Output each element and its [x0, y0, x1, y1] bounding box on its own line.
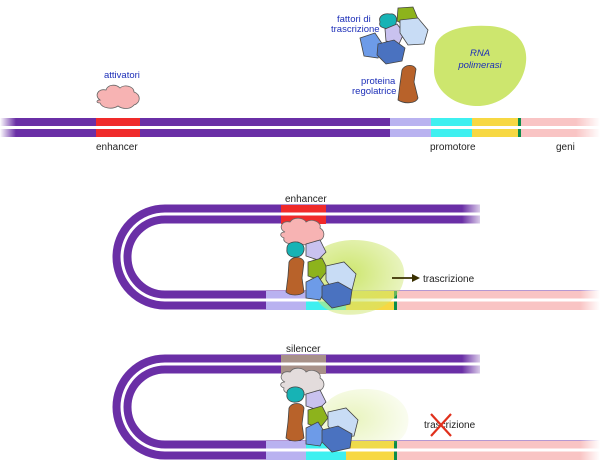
tf-teal	[379, 13, 398, 30]
loop-tf-lavender	[305, 239, 327, 261]
loop-strand-gap	[120, 212, 600, 302]
silencer-tf-teal	[286, 386, 305, 403]
silencer-tf-lavender	[305, 389, 327, 411]
loop-bottom-fade	[580, 288, 600, 314]
cross-line-2	[430, 413, 452, 437]
tf-lavender	[384, 23, 405, 45]
activator-complex-loop	[280, 217, 357, 309]
label-transcription-factors-2: trascrizione	[331, 24, 380, 35]
loop-regulatory-protein	[285, 257, 305, 296]
activator-protein	[96, 84, 140, 109]
label-rna-polymerase-2: polimerasi	[457, 60, 502, 71]
label-regulatory-protein-1: proteina	[361, 76, 396, 87]
loop-tf-olive	[307, 257, 329, 281]
label-transcription-blocked: trascrizione	[424, 420, 476, 431]
regulatory-protein	[397, 64, 419, 104]
silencer-bottom-fade	[580, 438, 600, 461]
dna-upper-strand	[0, 118, 600, 126]
label-genes: geni	[556, 142, 575, 153]
rna-polymerase	[434, 25, 527, 107]
label-activators: attivatori	[104, 70, 140, 81]
label-enhancer: enhancer	[96, 142, 138, 153]
tf-light	[399, 17, 429, 46]
silencer-top-fade	[462, 350, 486, 380]
transcription-arrow	[392, 274, 420, 282]
loop-activator	[280, 217, 325, 246]
blocked-cross-icon	[430, 413, 452, 437]
arrow-head	[412, 274, 420, 282]
label-rna-polymerase-1: RNA	[470, 48, 490, 59]
transcription-factor-cluster	[359, 6, 429, 65]
strand-fade-right	[576, 114, 600, 140]
silencer-tf-navy	[321, 425, 353, 453]
silencer-regulatory-protein	[285, 403, 305, 442]
repressor-complex-loop	[280, 367, 359, 453]
strand-gap	[0, 126, 600, 129]
tf-navy	[376, 39, 406, 65]
silencer-strand-gap	[120, 362, 600, 452]
strand-fade-left	[0, 114, 16, 140]
label-silencer: silencer	[286, 344, 321, 355]
label-transcription-factors-1: fattori di	[337, 14, 371, 25]
label-enhancer-loop: enhancer	[285, 194, 327, 205]
loop-tf-teal	[286, 241, 305, 258]
label-transcription-active: trascrizione	[423, 274, 475, 285]
dna-strand-top	[0, 114, 600, 140]
dna-lower-strand	[0, 129, 600, 137]
label-promoter: promotore	[430, 142, 476, 153]
loop-top-fade	[462, 200, 486, 230]
dna-loop-silencer	[112, 350, 600, 461]
label-regulatory-protein-2: regolatrice	[352, 86, 396, 97]
loop-tf-navy	[321, 281, 353, 309]
silencer-tf-olive	[307, 405, 329, 429]
dna-loop-enhancer	[112, 200, 600, 314]
